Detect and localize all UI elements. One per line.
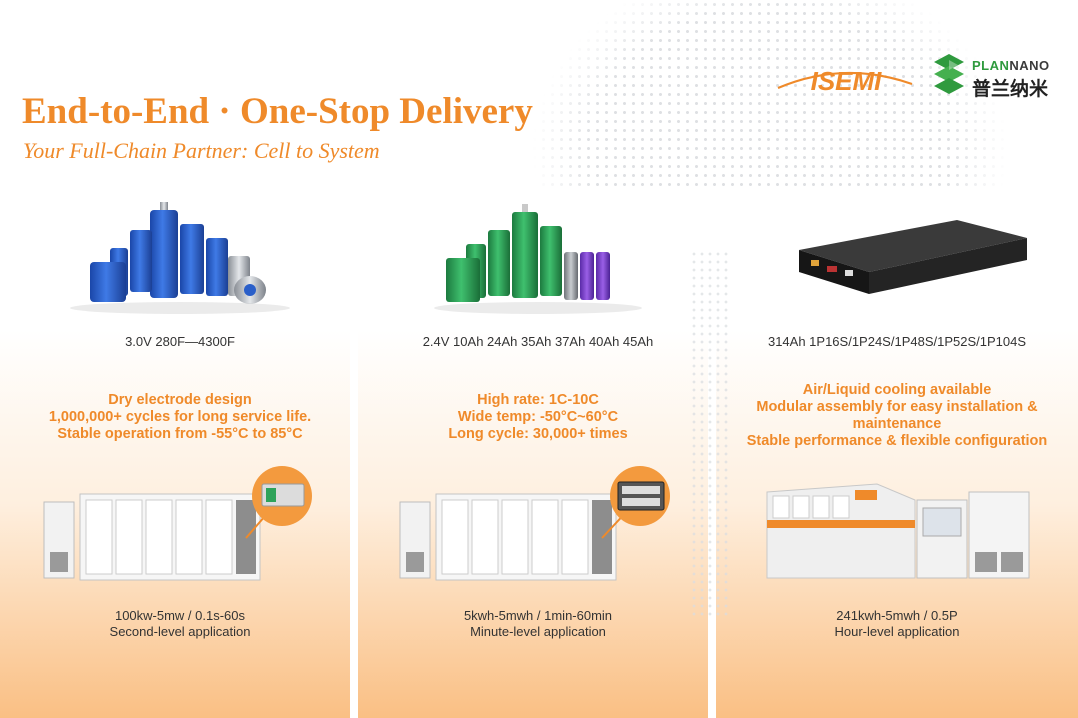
application-text: 5kwh-5mwh / 1min-60min Minute-level appl… (368, 608, 708, 640)
product-column-battery-cells: 2.4V 10Ah 24Ah 35Ah 37Ah 40Ah 45Ah High … (368, 190, 708, 710)
product-column-battery-pack: 314Ah 1P16S/1P24S/1P48S/1P52S/1P104S Air… (727, 190, 1067, 710)
feature-item: Air/Liquid cooling available (802, 382, 992, 398)
application-range: 5kwh-5mwh / 1min-60min (463, 608, 613, 623)
application-text: 241kwh-5mwh / 0.5P Hour-level applicatio… (727, 608, 1067, 640)
feature-item: High rate: 1C-10C (477, 392, 599, 408)
application-range: 241kwh-5mwh / 0.5P (836, 608, 958, 623)
product-spec: 3.0V 280F—4300F (125, 334, 235, 349)
product-column-supercapacitor: 3.0V 280F—4300F Dry electrode design 1,0… (10, 190, 350, 710)
supercapacitor-cells-image (70, 202, 290, 314)
dot-decoration (690, 250, 730, 620)
feature-item: Wide temp: -50°C~60°C (457, 409, 619, 425)
feature-item: Modular assembly for easy installation &… (756, 399, 1038, 432)
storage-cabinet-image (43, 466, 312, 581)
plannano-logo: PLANNANO 普兰纳米 (932, 52, 1062, 100)
product-spec: 2.4V 10Ah 24Ah 35Ah 37Ah 40Ah 45Ah (422, 334, 654, 349)
page-subtitle: Your Full-Chain Partner: Cell to System (23, 138, 380, 163)
feature-item: Long cycle: 30,000+ times (448, 426, 628, 442)
battery-pack-image (799, 220, 1027, 294)
application-range: 100kw-5mw / 0.1s-60s (114, 608, 246, 623)
isemi-logo-text: ISEMI (811, 66, 883, 96)
storage-container-image (766, 483, 1030, 579)
application-level: Minute-level application (470, 624, 606, 639)
application-text: 100kw-5mw / 0.1s-60s Second-level applic… (10, 608, 350, 640)
isemi-logo: ISEMI (777, 66, 913, 96)
feature-list: Air/Liquid cooling available Modular ass… (727, 382, 1067, 450)
application-level: Hour-level application (834, 624, 960, 639)
application-level: Second-level application (109, 624, 251, 639)
leaf-icon (934, 54, 964, 94)
globe-decoration (440, 0, 1078, 190)
feature-item: Dry electrode design (108, 392, 252, 408)
feature-list: High rate: 1C-10C Wide temp: -50°C~60°C … (368, 392, 708, 443)
product-spec: 314Ah 1P16S/1P24S/1P48S/1P52S/1P104S (767, 334, 1027, 349)
plannano-logo-cn: 普兰纳米 (972, 78, 1049, 100)
plannano-logo-en: PLANNANO (972, 58, 1050, 73)
page-title: End-to-End · One-Stop Delivery (22, 91, 533, 132)
feature-item: 1,000,000+ cycles for long service life. (48, 409, 312, 425)
storage-cabinet-image (399, 466, 670, 581)
feature-item: Stable operation from -55°C to 85°C (57, 426, 303, 442)
feature-list: Dry electrode design 1,000,000+ cycles f… (10, 392, 350, 443)
battery-cells-image (434, 204, 642, 314)
feature-item: Stable performance & flexible configurat… (746, 433, 1048, 449)
